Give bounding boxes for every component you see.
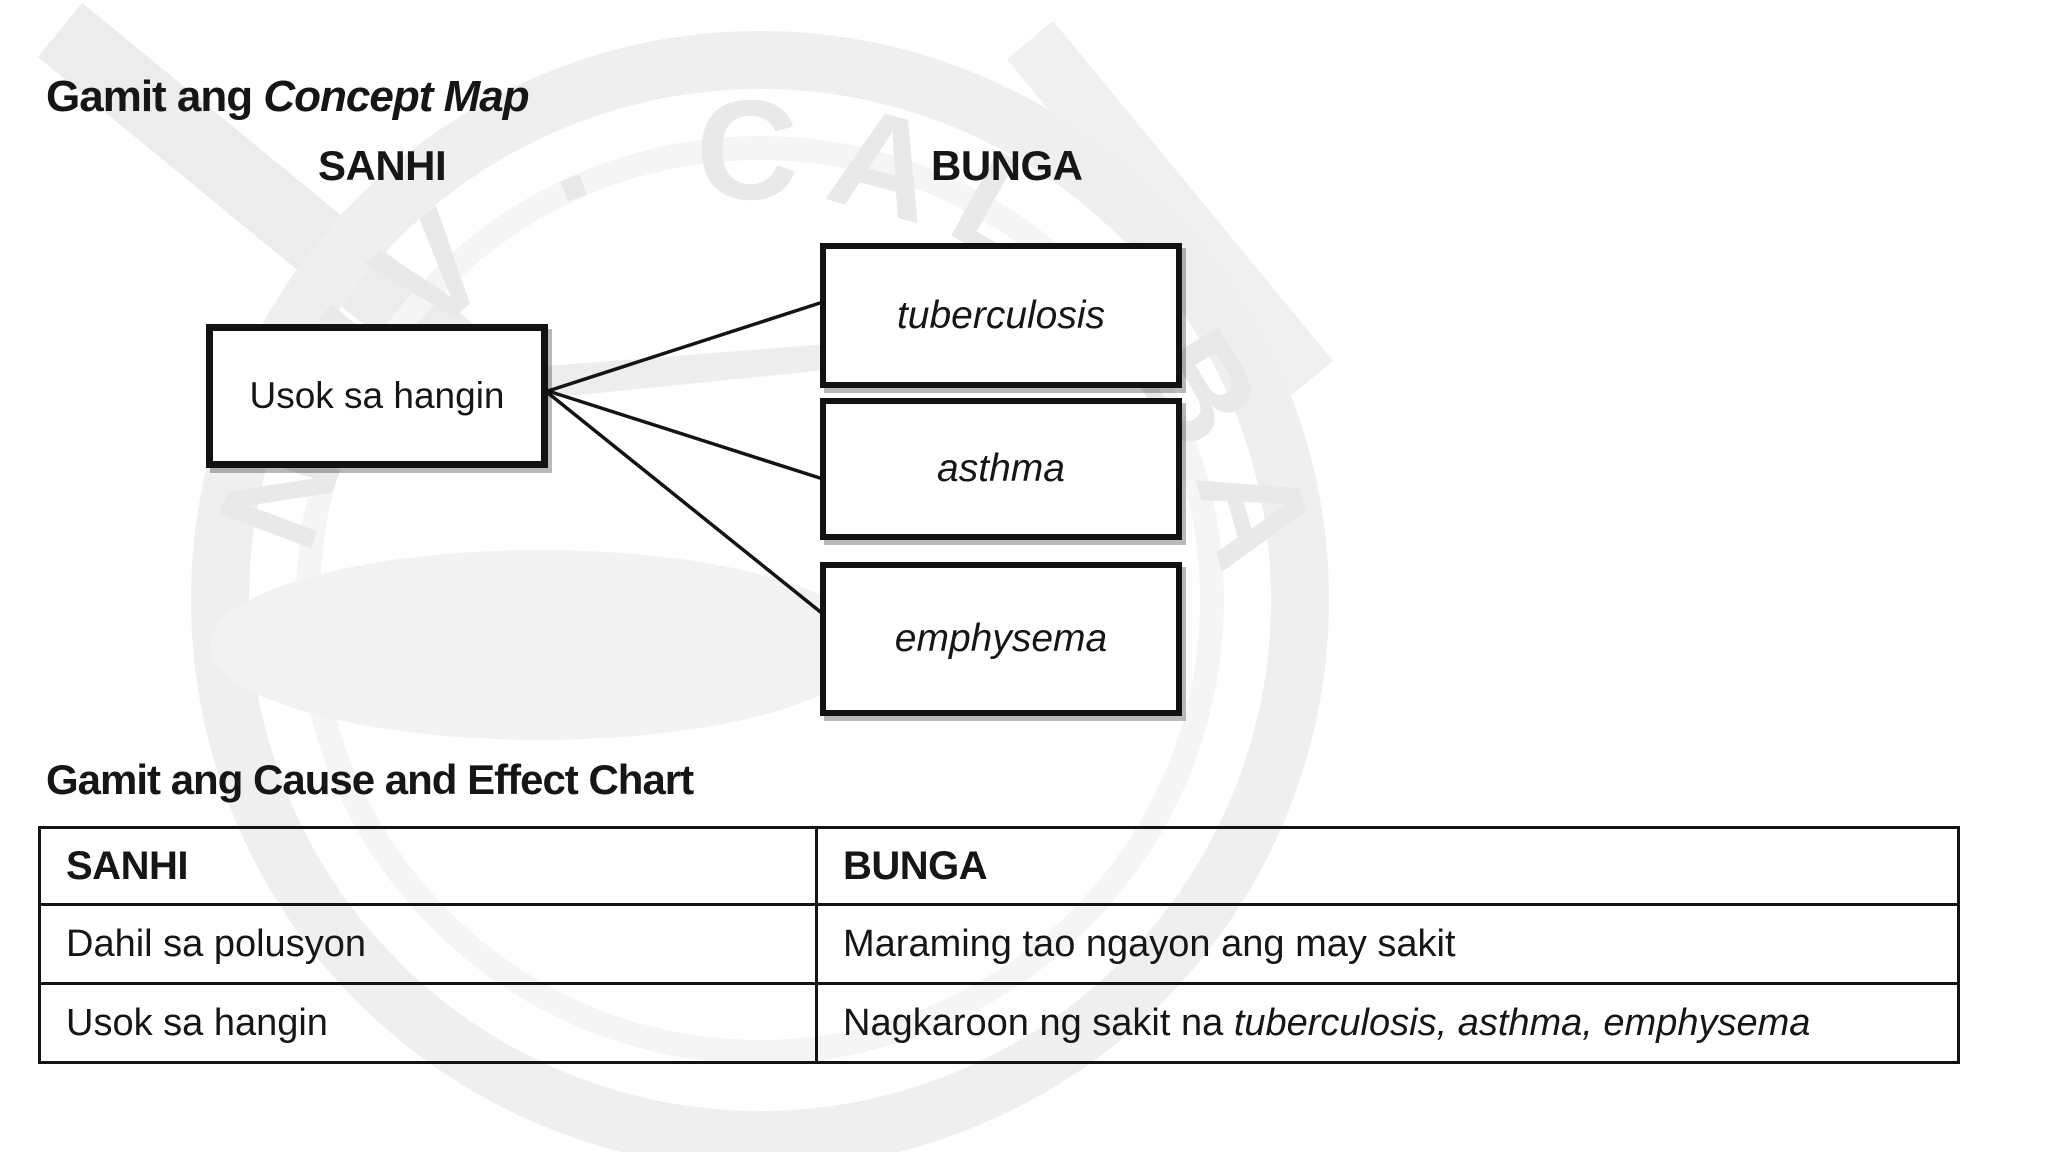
- table-row: Usok sa hangin Nagkaroon ng sakit na tub…: [38, 982, 1960, 1064]
- cause-node-usok-sa-hangin: Usok sa hangin: [206, 324, 548, 468]
- cell-bunga-1: Maraming tao ngayon ang may sakit: [815, 903, 1960, 985]
- concept-map-title-italic: Concept Map: [263, 72, 529, 121]
- cell-bunga-2: Nagkaroon ng sakit na tuberculosis, asth…: [815, 982, 1960, 1064]
- effect-node-emphysema: emphysema: [820, 562, 1182, 716]
- cause-effect-chart-title: Gamit ang Cause and Effect Chart: [46, 756, 694, 803]
- concept-map-title: Gamit ang Concept Map: [46, 72, 530, 122]
- table-header-sanhi: SANHI: [38, 826, 818, 906]
- effect-column-header: BUNGA: [931, 142, 1083, 189]
- cause-column-header: SANHI: [318, 142, 447, 189]
- cause-effect-table: SANHI BUNGA Dahil sa polusyon Maraming t…: [38, 826, 1960, 1064]
- effect-node-tuberculosis: tuberculosis: [820, 243, 1182, 388]
- cell-bunga-2-regular: Nagkaroon ng sakit na: [843, 1001, 1234, 1044]
- cell-sanhi-2: Usok sa hangin: [38, 982, 818, 1064]
- table-header-bunga: BUNGA: [815, 826, 1960, 906]
- concept-map-title-regular: Gamit ang: [46, 72, 264, 121]
- cell-sanhi-1: Dahil sa polusyon: [38, 903, 818, 985]
- cell-bunga-2-italic: tuberculosis, asthma, emphysema: [1233, 1001, 1811, 1044]
- table-header-row: SANHI BUNGA: [38, 826, 1960, 906]
- table-row: Dahil sa polusyon Maraming tao ngayon an…: [38, 903, 1960, 985]
- effect-node-asthma: asthma: [820, 398, 1182, 540]
